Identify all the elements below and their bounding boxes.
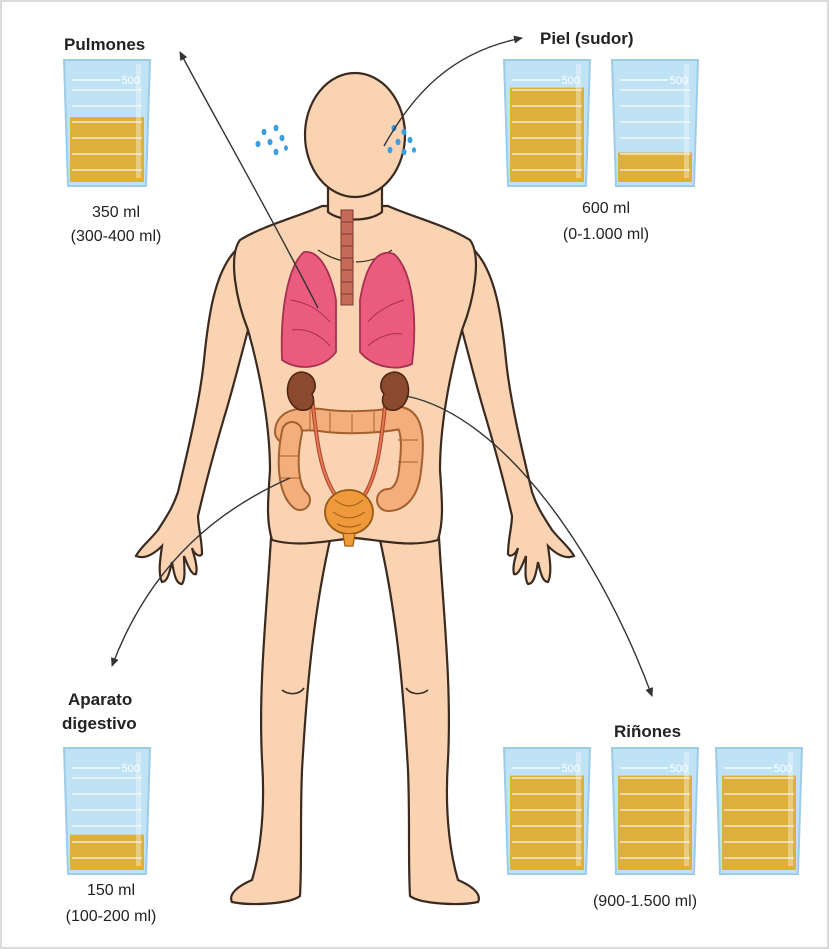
skin-title: Piel (sudor) [540, 29, 634, 49]
right-kidney [381, 372, 409, 410]
kidneys-beaker-3: 500 [716, 748, 802, 874]
trachea [341, 210, 353, 305]
digestive-amount: 150 ml [56, 882, 166, 900]
skin-range: (0-1.000 ml) [536, 226, 676, 244]
skin-amount: 600 ml [556, 200, 656, 218]
digestive-range: (100-200 ml) [46, 908, 176, 926]
kidneys-range: (900-1.500 ml) [570, 893, 720, 911]
lungs-amount: 350 ml [60, 204, 172, 222]
lungs-range: (300-400 ml) [46, 228, 186, 246]
kidneys-title: Riñones [614, 722, 681, 742]
skin-beaker-2: 500 [612, 60, 698, 186]
left-kidney [287, 372, 315, 410]
skin-beaker-1: 500 [504, 60, 590, 186]
lungs-beaker-1: 500 [64, 60, 150, 186]
lungs-title: Pulmones [64, 35, 145, 55]
kidneys-beaker-2: 500 [612, 748, 698, 874]
digestive-title-line1: Aparato [68, 690, 132, 710]
digestive-beaker-1: 500 [64, 748, 150, 874]
digestive-title-line2: digestivo [62, 714, 137, 734]
kidneys-beaker-1: 500 [504, 748, 590, 874]
